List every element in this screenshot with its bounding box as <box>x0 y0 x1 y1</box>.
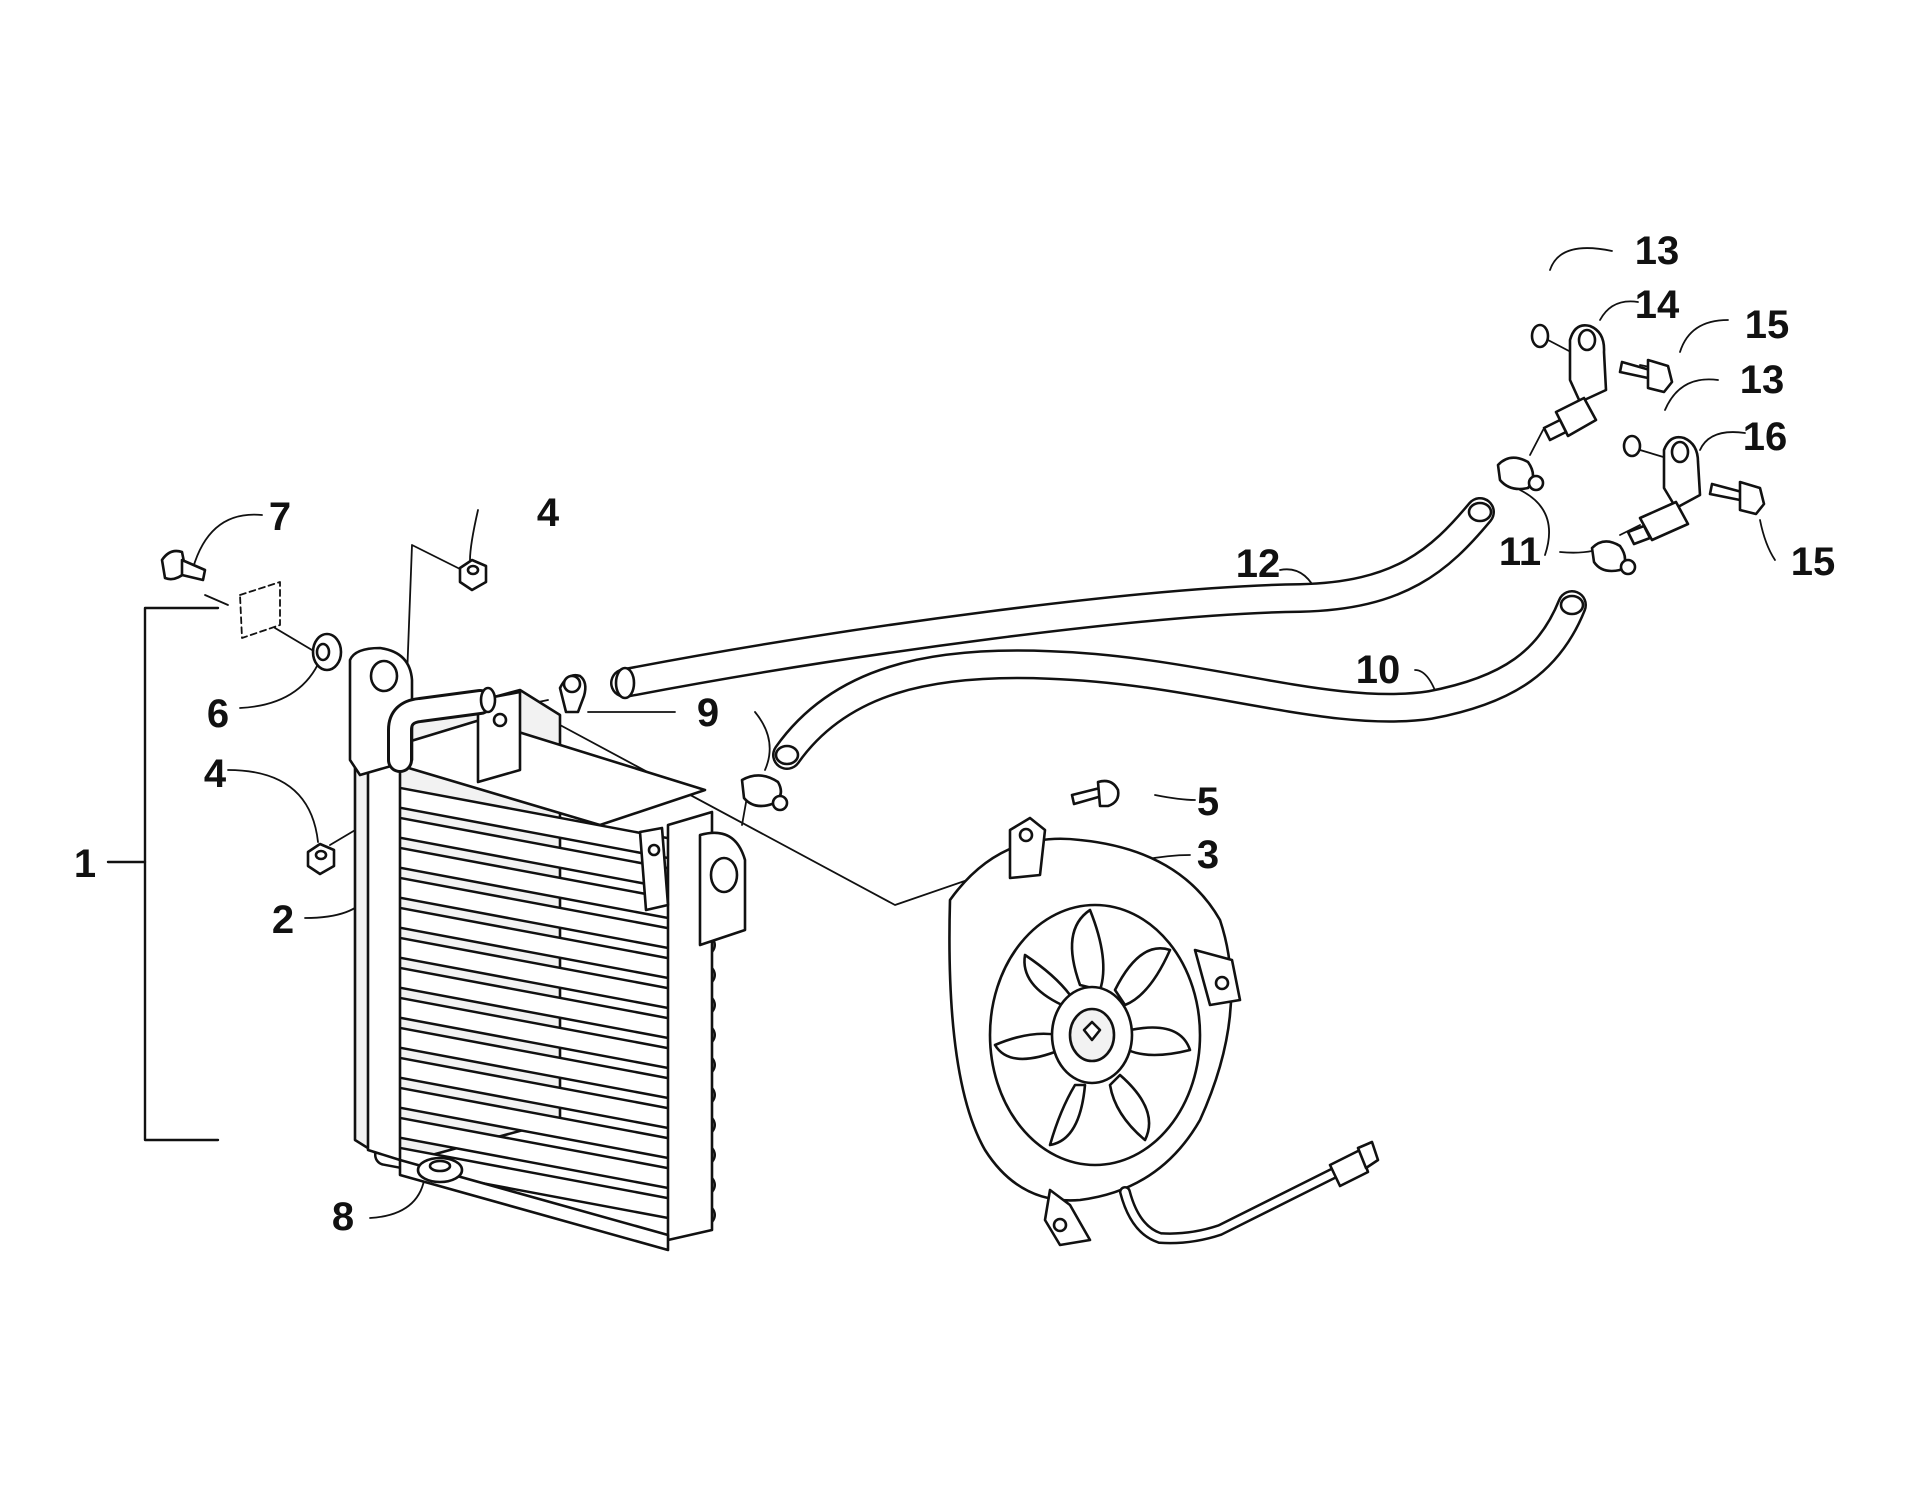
callout-15-bottom: 15 <box>1791 540 1836 584</box>
hoses <box>610 497 1587 770</box>
small-parts-left <box>160 549 488 1184</box>
callout-14: 14 <box>1635 283 1680 327</box>
callout-5: 5 <box>1197 780 1219 824</box>
callout-4-lower: 4 <box>204 752 227 796</box>
callout-labels: 1 2 3 4 4 5 6 7 8 9 10 11 12 13 13 14 15… <box>74 229 1835 1239</box>
fittings-right <box>1530 323 1766 546</box>
hose-clamps <box>558 456 1637 812</box>
callout-8: 8 <box>332 1195 354 1239</box>
oil-cooler <box>348 646 747 1252</box>
callout-13-top: 13 <box>1635 229 1680 273</box>
callout-15-top: 15 <box>1745 303 1790 347</box>
fan-blades <box>993 908 1192 1147</box>
callout-6: 6 <box>207 692 229 736</box>
callout-3: 3 <box>1197 833 1219 877</box>
callout-12: 12 <box>1236 542 1281 586</box>
callout-2: 2 <box>272 898 294 942</box>
callout-11: 11 <box>1499 530 1541 574</box>
cooling-fan <box>948 779 1380 1247</box>
callout-10: 10 <box>1356 648 1401 692</box>
callout-16: 16 <box>1743 415 1788 459</box>
callout-13-second: 13 <box>1740 358 1785 402</box>
callout-4-upper: 4 <box>537 491 560 535</box>
callout-1: 1 <box>74 842 96 886</box>
callout-7: 7 <box>269 495 291 539</box>
callout-9: 9 <box>697 691 719 735</box>
